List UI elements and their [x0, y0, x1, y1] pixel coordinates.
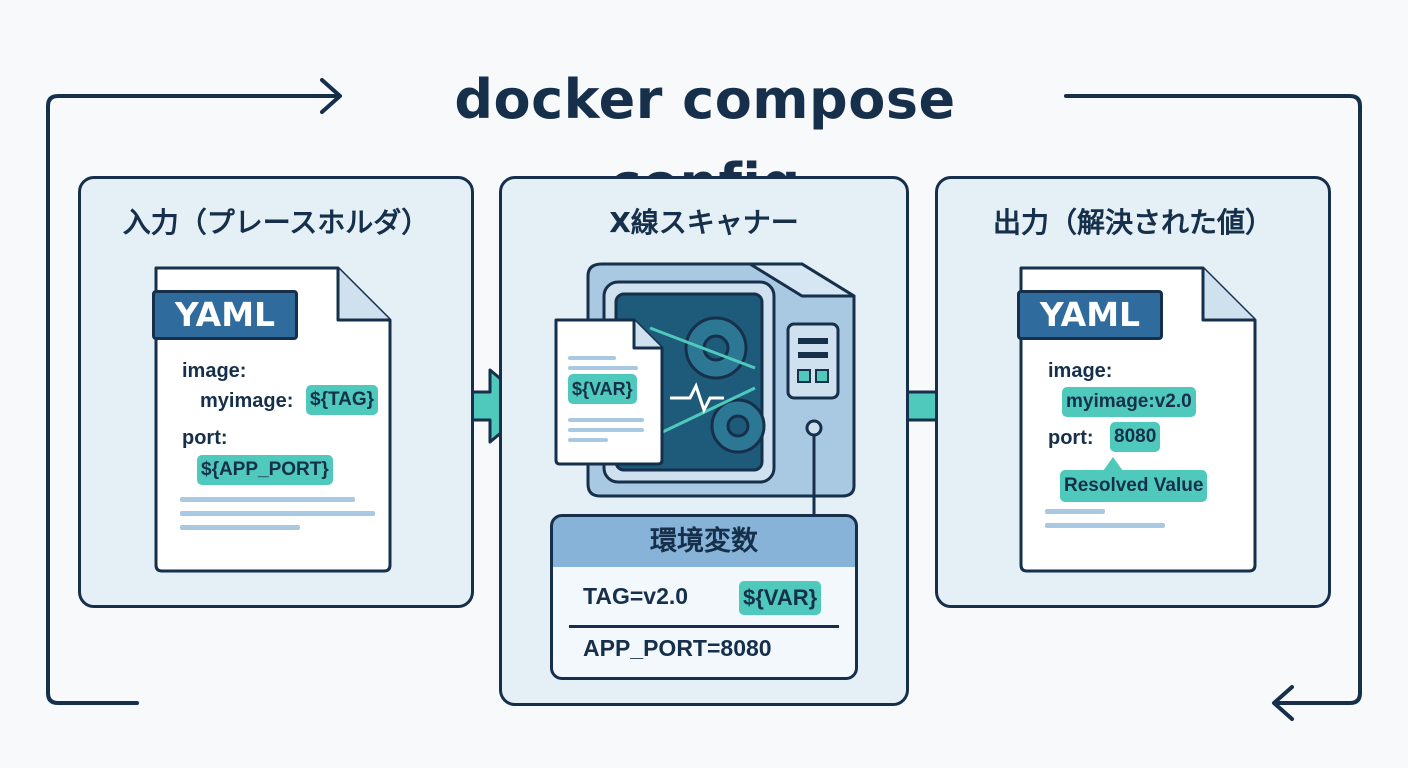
input-port-placeholder: ${APP_PORT}: [197, 455, 333, 485]
env-divider: [569, 625, 839, 628]
env-vars-header: 環境変数: [550, 514, 858, 570]
output-panel-title: 出力（解決された値）: [992, 206, 1273, 239]
loop-arrowhead-top-icon: [320, 78, 342, 114]
scanner-panel-title: X線スキャナー: [609, 206, 799, 239]
page-title: docker compose config: [454, 68, 956, 215]
output-line-image: image:: [1048, 360, 1113, 382]
xray-scanner-machine-icon: [554, 262, 856, 514]
scanner-doc-placeholder: ${VAR}: [568, 374, 637, 404]
loop-arrowhead-bottom-icon: [1272, 685, 1294, 721]
env-line-tag: TAG=v2.0: [583, 583, 689, 609]
input-panel-title: 入力（プレースホルダ）: [122, 206, 430, 239]
resolved-value-tooltip: Resolved Value: [1060, 470, 1208, 502]
output-yaml-badge: YAML: [1017, 290, 1163, 340]
input-yaml-badge: YAML: [152, 290, 298, 340]
output-line-port: port:: [1048, 427, 1094, 449]
env-var-badge: ${VAR}: [739, 581, 822, 615]
input-line-port: port:: [182, 427, 228, 449]
env-line-app-port: APP_PORT=8080: [583, 635, 772, 661]
input-yaml-document-icon: [154, 266, 392, 573]
env-vars-table: TAG=v2.0 ${VAR} APP_PORT=8080: [550, 567, 858, 680]
output-resolved-image: myimage:v2.0: [1062, 387, 1196, 417]
input-tag-placeholder: ${TAG}: [306, 385, 379, 415]
loop-line-right: [1064, 94, 1362, 705]
input-line-myimage: myimage:: [200, 390, 294, 412]
output-resolved-port: 8080: [1110, 422, 1161, 452]
loop-line-left: [46, 94, 340, 705]
input-line-image: image:: [182, 360, 247, 382]
